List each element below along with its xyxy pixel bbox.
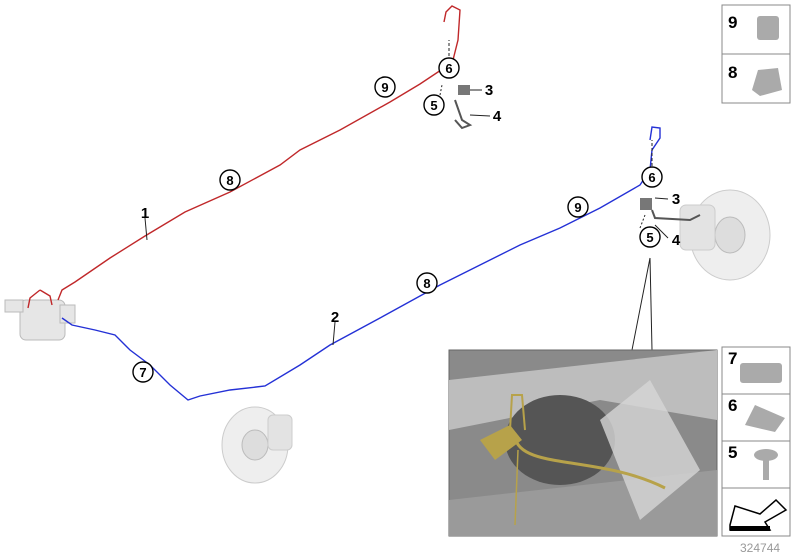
panel-part-number: 5: [728, 443, 737, 462]
callout-c8b: 8: [423, 276, 430, 291]
panel-part-number: 8: [728, 63, 737, 82]
reference-number: 324744: [740, 541, 781, 555]
rear-brake-disc: [679, 189, 771, 281]
detail-photo: [448, 349, 718, 537]
part-7-image: [740, 363, 782, 383]
callout-c7: 7: [139, 365, 146, 380]
front-brake-disc: [221, 406, 293, 484]
callout-circle-c5b: [639, 226, 661, 248]
callout-c5a: 5: [430, 98, 437, 113]
part-9-image: [757, 16, 779, 40]
panel-part-number: 9: [728, 13, 737, 32]
callout-c6b: 6: [648, 170, 655, 185]
panel-part-number: 7: [728, 349, 737, 368]
callout-c9b: 9: [574, 200, 581, 215]
callout-c9a: 9: [381, 80, 388, 95]
callout-c5b: 5: [646, 230, 653, 245]
part-label-l4a: 4: [493, 108, 502, 125]
abs-unit: [4, 299, 76, 341]
callout-circle-c6b: [641, 166, 663, 188]
panel-part-number: 6: [728, 396, 737, 415]
callout-circle-c5a: [423, 94, 445, 116]
part-8-image: [752, 68, 782, 96]
clip-6-rear: [640, 198, 652, 210]
clip-6-top: [458, 85, 470, 95]
callout-circle-c6a: [438, 57, 460, 79]
part-label-l3b: 3: [672, 191, 680, 208]
callout-circle-c8b: [416, 272, 438, 294]
callout-circle-c9a: [374, 76, 396, 98]
part-label-l4b: 4: [672, 232, 681, 249]
brake-hose-front: [454, 99, 473, 130]
front-brake-line: [27, 5, 461, 309]
brake-hose-rear: [651, 209, 701, 222]
leader-lines: [144, 40, 669, 351]
part-label-l2: 2: [331, 309, 339, 326]
callout-circle-c8a: [219, 169, 241, 191]
callout-c8a: 8: [226, 173, 233, 188]
part-6-image: [745, 405, 785, 432]
callout-circle-c9b: [567, 196, 589, 218]
callout-circle-c7: [132, 361, 154, 383]
part-label-l3a: 3: [485, 82, 493, 99]
callout-c6a: 6: [445, 61, 452, 76]
part-5-image: [754, 449, 778, 461]
part-label-l1: 1: [141, 205, 149, 222]
